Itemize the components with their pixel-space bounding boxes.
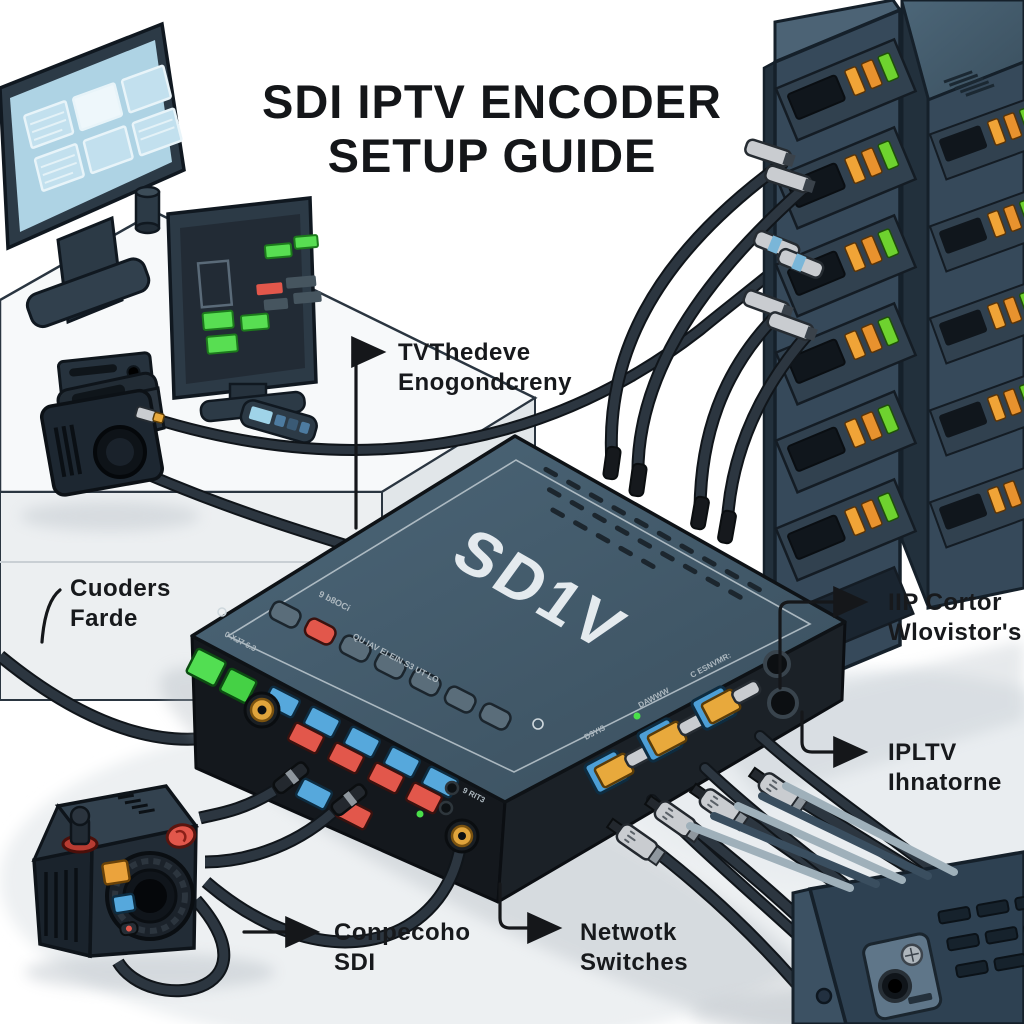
camera-studio-cable-1 (150, 250, 797, 454)
title-line-2: SETUP GUIDE (328, 129, 657, 182)
encoder-top-buttons (268, 600, 512, 731)
server-racks (700, 0, 1024, 800)
uplink-cables (602, 138, 825, 545)
remote-control (239, 399, 318, 444)
antenna-boot (602, 445, 622, 481)
label-ip-monitors-line1: IIP Cortor (888, 589, 1002, 616)
encoder: SD1V 9 b8OCi QU IAV EI EIN S3 UT LO 0 XJ… (159, 434, 847, 1024)
camera-action-buttons (101, 859, 139, 937)
switch-button (815, 987, 833, 1005)
leader-monitor (351, 336, 387, 530)
label-sdi-line2: SDI (334, 949, 376, 976)
camera-action-side (32, 845, 94, 959)
encoder-vents (543, 466, 762, 600)
camera-action-top-vents (117, 793, 155, 815)
camera-action-cable-b (204, 809, 335, 867)
encoder-top-face (190, 434, 847, 804)
front-plug-1 (272, 761, 310, 795)
antenna-boot (690, 495, 710, 531)
encoder-io-led (633, 712, 641, 720)
camera-action-knob (61, 805, 99, 854)
rack-right-vent (943, 70, 995, 97)
label-iptv-line2: Ihnatorne (888, 769, 1002, 796)
monitor-primary (0, 21, 186, 329)
bnc-pin (458, 832, 466, 840)
encoder-screw (532, 718, 544, 730)
camera-action-cable-loop (114, 897, 229, 996)
camera-action-cable-a (198, 787, 277, 823)
label-encoders-line2: Farde (70, 605, 138, 632)
rack-connectors (742, 138, 825, 342)
camera-button-orange (101, 859, 131, 886)
switch-port-panel (862, 932, 943, 1021)
camera-action-vents (44, 868, 78, 942)
encoder-status-leds (185, 647, 258, 705)
rack-right-rows (928, 97, 1024, 549)
antenna-boot (628, 462, 648, 498)
antenna-boot (717, 509, 737, 545)
uplink-cable-1 (606, 159, 787, 468)
loose-connectors (605, 766, 809, 867)
switch-side-face (791, 887, 848, 1024)
encoder-screw (217, 607, 227, 617)
camera-action-cable-sdi (203, 847, 465, 947)
label-sdi-line1: Conpecoho (334, 919, 471, 946)
leader-ip-monitors (778, 586, 869, 690)
camera-studio (20, 249, 798, 596)
encoder-led (218, 667, 258, 705)
encoder-pinstripe (226, 459, 812, 773)
camera-studio-lens-inner (106, 438, 134, 466)
network-switch (686, 782, 1024, 1024)
leader-encoders (40, 588, 62, 644)
desk-cylinder (134, 185, 161, 235)
uplink-cable-4 (722, 329, 813, 532)
camera-studio-shadow (20, 501, 200, 531)
monitor-preview-content (196, 234, 322, 355)
camera-record-button (165, 823, 197, 849)
label-network-line1: Netwotk (580, 919, 677, 946)
encoder-front-led (416, 810, 424, 818)
camera-studio-connector (134, 405, 165, 424)
monitor-preview (166, 196, 322, 423)
encoder-front-port (444, 780, 460, 796)
front-plug-2 (330, 783, 368, 817)
monitor-primary-base (25, 257, 151, 329)
server-rack-right (900, 0, 1024, 610)
title-line-1: SDI IPTV ENCODER (262, 75, 722, 128)
encoder-top-button-red (303, 617, 337, 646)
uplink-cable-3 (695, 305, 787, 518)
encoder-led (185, 647, 227, 687)
bnc-pin (257, 705, 267, 715)
io-port-1 (583, 743, 655, 795)
leader-network (498, 882, 563, 944)
label-ip-monitors-line2: Wlovistor's (888, 619, 1022, 646)
annotations: TVThedeve Enogondcreny Cuoders Farde IIP… (40, 336, 1022, 976)
label-monitor-line1: TVThedeve (398, 339, 531, 366)
audio-port (767, 687, 799, 719)
label-iptv-line1: IPLTV (888, 739, 957, 766)
monitor-primary-content (23, 64, 183, 192)
camera-button-blue (111, 892, 137, 915)
uplink-cable-2 (633, 185, 807, 485)
io-port-3 (690, 679, 762, 731)
title-block: SDI IPTV ENCODER SETUP GUIDE (262, 75, 722, 182)
switch-inlet-cables (686, 782, 958, 892)
audio-port (763, 650, 791, 678)
bnc-connectors (243, 691, 281, 729)
label-encoders-line1: Cuoders (70, 575, 171, 602)
switch-vents (937, 892, 1024, 979)
leader-iptv (800, 710, 869, 768)
camera-action (25, 761, 480, 998)
server-rack-left (762, 0, 918, 706)
encoder-front-port (438, 800, 454, 816)
label-monitor-line2: Enogondcreny (398, 369, 572, 396)
label-network-line2: Switches (580, 949, 688, 976)
